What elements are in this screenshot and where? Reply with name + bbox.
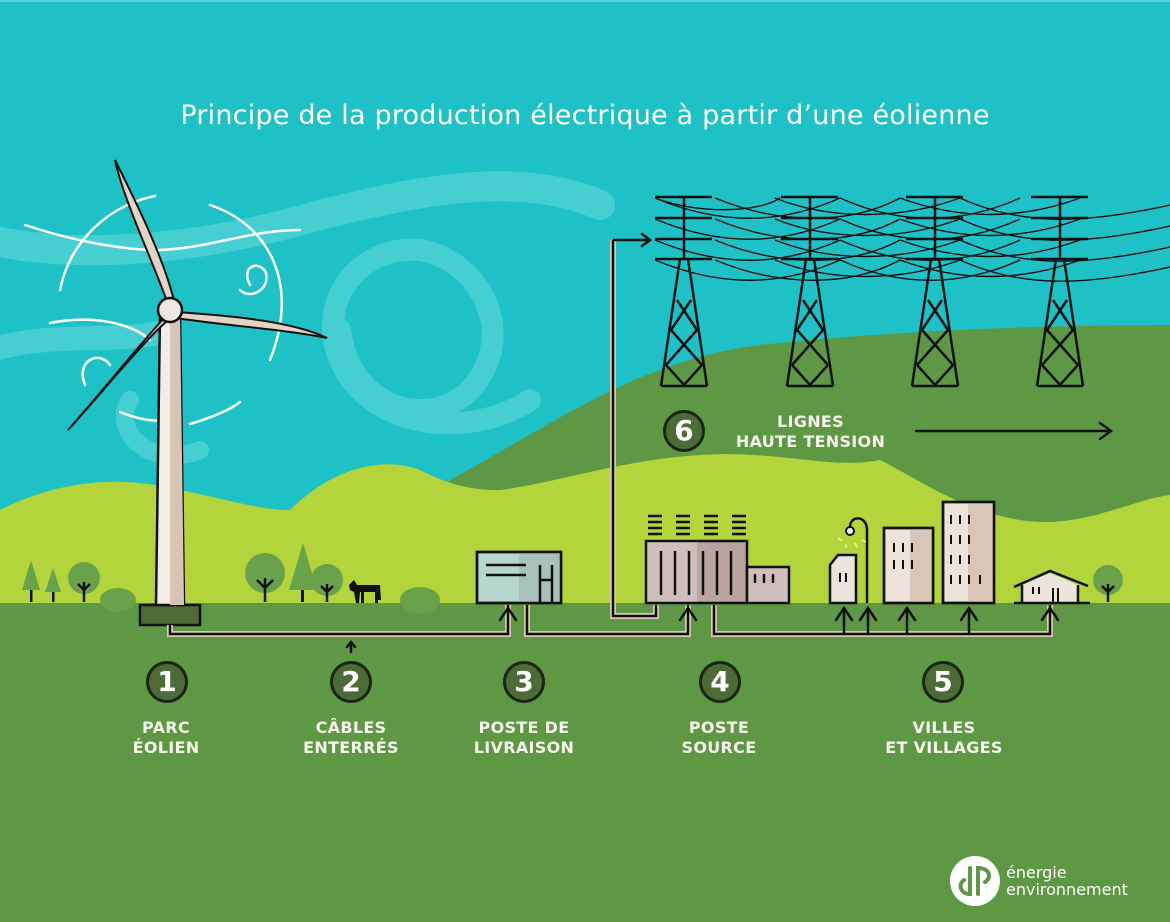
step-2-badge: 2 — [330, 661, 372, 703]
step-5-label-line2: ET VILLAGES — [885, 738, 1003, 757]
step-5-label: VILLES ET VILLAGES — [854, 718, 1034, 758]
step-5-label-line1: VILLES — [912, 718, 976, 737]
wind-turbine-icon — [67, 159, 328, 627]
step-4-label-line1: POSTE — [688, 718, 750, 737]
trees-middle — [245, 543, 440, 613]
substation-icon — [644, 514, 791, 605]
logo-mark-icon — [950, 856, 1000, 906]
bush-icon — [100, 588, 136, 612]
cow-icon — [349, 580, 381, 603]
bush-icon — [400, 587, 440, 613]
wind-lines-icon — [23, 194, 302, 426]
step-6-badge: 6 — [663, 410, 705, 452]
step-4-label-line2: SOURCE — [681, 738, 757, 757]
logo-line1: énergie — [1006, 863, 1067, 882]
step-6-label: LIGNES HAUTE TENSION — [728, 412, 893, 452]
medium-building-icon — [882, 526, 935, 605]
underground-cables — [167, 232, 1060, 654]
step-2-label-line1: CÂBLES — [315, 718, 387, 737]
high-voltage-pylons — [654, 195, 1170, 388]
round-tree-icon — [311, 564, 343, 602]
arrow-right-icon — [914, 421, 1114, 441]
brand-logo: énergie environnement — [950, 856, 1128, 906]
round-tree-icon — [1093, 565, 1123, 602]
street-lamp-icon — [837, 517, 869, 603]
step-3-label: POSTE DE LIVRAISON — [434, 718, 614, 758]
small-building-icon — [828, 553, 858, 605]
pine-tree-icon — [45, 568, 61, 602]
pine-tree-icon — [289, 543, 317, 602]
wind-swirl-background — [0, 171, 615, 465]
house-icon — [1013, 569, 1090, 605]
step-2-label-line2: ENTERRÉS — [303, 738, 399, 757]
step-4-badge: 4 — [699, 661, 741, 703]
step-1-badge: 1 — [146, 661, 188, 703]
round-tree-icon — [245, 553, 285, 602]
step-3-label-line1: POSTE DE — [478, 718, 570, 737]
step-1-label-line1: PARC — [142, 718, 190, 737]
step-1-label-line2: ÉOLIEN — [132, 738, 200, 757]
trees-left — [22, 560, 136, 612]
step-6-label-line2: HAUTE TENSION — [735, 432, 886, 451]
step-5-badge: 5 — [922, 661, 964, 703]
step-1-label: PARC ÉOLIEN — [76, 718, 256, 758]
front-hills — [0, 454, 1170, 605]
step-3-label-line2: LIVRAISON — [473, 738, 575, 757]
delivery-station-icon — [475, 550, 563, 605]
step-6-label-line1: LIGNES — [777, 412, 844, 431]
city-buildings — [828, 500, 1123, 605]
page-title: Principe de la production électrique à p… — [180, 100, 990, 131]
tall-building-icon — [941, 500, 996, 605]
step-4-label: POSTE SOURCE — [629, 718, 809, 758]
step-3-badge: 3 — [503, 661, 545, 703]
step-2-label: CÂBLES ENTERRÉS — [261, 718, 441, 758]
logo-text: énergie environnement — [1006, 864, 1128, 898]
logo-line2: environnement — [1006, 880, 1128, 899]
round-tree-icon — [68, 562, 100, 602]
pine-tree-icon — [22, 560, 40, 602]
